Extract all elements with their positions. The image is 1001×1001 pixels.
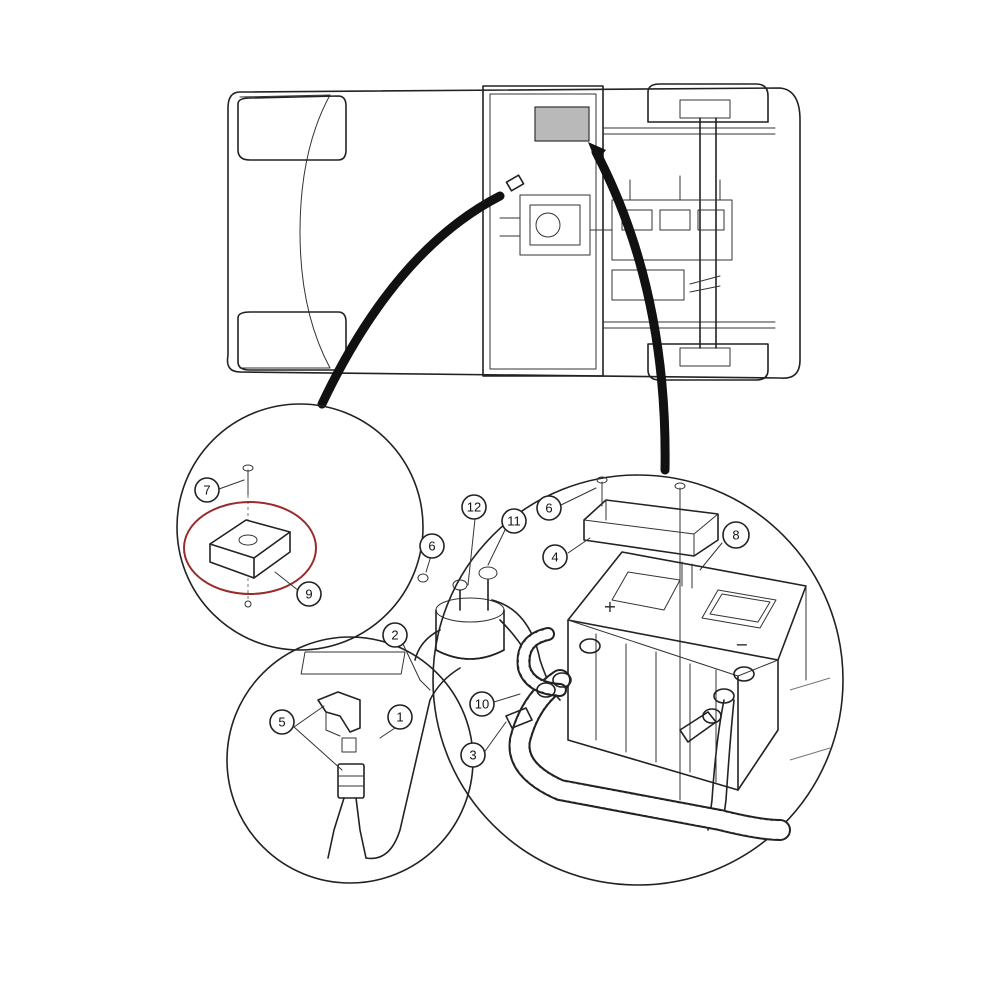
svg-text:11: 11 bbox=[507, 514, 521, 529]
callout-7: 7 bbox=[194, 477, 220, 503]
callout-11: 11 bbox=[501, 508, 527, 534]
svg-text:7: 7 bbox=[203, 483, 210, 498]
callout-1: 1 bbox=[387, 704, 413, 730]
svg-text:4: 4 bbox=[551, 550, 558, 565]
battery-negative-sign: − bbox=[735, 635, 748, 654]
svg-text:8: 8 bbox=[732, 528, 739, 543]
callout-6-right: 6 bbox=[536, 495, 562, 521]
leader-arrowhead-battery bbox=[588, 142, 606, 162]
leader-to-module-detail bbox=[317, 191, 505, 409]
svg-text:2: 2 bbox=[391, 628, 398, 643]
svg-text:6: 6 bbox=[545, 501, 552, 516]
svg-text:9: 9 bbox=[305, 587, 312, 602]
engine-icon bbox=[499, 175, 733, 301]
highlight-ring bbox=[183, 501, 317, 595]
callout-8: 10 bbox=[469, 691, 495, 717]
module-location-marker bbox=[505, 174, 525, 192]
callout-4: 4 bbox=[542, 544, 568, 570]
module-detail-circle bbox=[176, 403, 424, 651]
svg-text:12: 12 bbox=[467, 500, 481, 515]
battery-detail-circle: + − bbox=[432, 474, 844, 886]
callout-10: 8 bbox=[722, 521, 750, 549]
battery-positive-sign: + bbox=[603, 597, 616, 616]
callout-12: 12 bbox=[461, 494, 487, 520]
battery-location-box bbox=[534, 106, 590, 142]
svg-text:3: 3 bbox=[469, 748, 476, 763]
callout-3: 3 bbox=[460, 742, 486, 768]
svg-text:6: 6 bbox=[428, 539, 435, 554]
callout-leaders bbox=[218, 479, 723, 771]
svg-text:10: 10 bbox=[475, 697, 489, 712]
callout-9: 9 bbox=[296, 581, 322, 607]
svg-text:5: 5 bbox=[278, 715, 285, 730]
leader-to-battery-detail bbox=[591, 147, 670, 475]
svg-text:1: 1 bbox=[396, 710, 403, 725]
callout-2: 2 bbox=[382, 622, 408, 648]
solenoid-assembly bbox=[300, 566, 561, 701]
callout-5: 5 bbox=[269, 709, 295, 735]
callout-6-left: 6 bbox=[419, 533, 445, 559]
vehicle-outline bbox=[226, 83, 801, 381]
